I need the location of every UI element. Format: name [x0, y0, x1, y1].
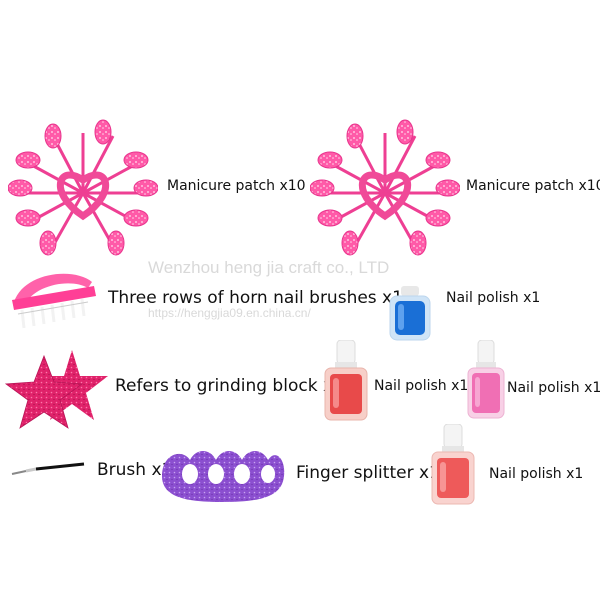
grinding-block — [0, 346, 112, 432]
grinding-block-label: Refers to grinding block x2 — [115, 376, 344, 396]
manicure-patch-left — [8, 118, 158, 258]
finger-splitter — [158, 446, 288, 504]
nail-polish-blue-label: Nail polish x1 — [446, 290, 541, 306]
nail-polish-pink — [466, 340, 506, 420]
manicure-patch-right — [310, 118, 460, 258]
nail-polish-coral — [430, 424, 476, 506]
nail-brush — [4, 262, 104, 334]
manicure-patch-left-label: Manicure patch x10 — [167, 178, 306, 194]
nail-polish-red-label: Nail polish x1 — [374, 378, 469, 394]
nail-polish-blue — [388, 286, 432, 342]
nail-polish-coral-label: Nail polish x1 — [489, 466, 584, 482]
watermark-url: https://henggjia09.en.china.cn/ — [148, 306, 311, 320]
detail-brush-label: Brush x1 — [97, 460, 173, 480]
nail-polish-red — [322, 340, 370, 422]
finger-splitter-label: Finger splitter x1 — [296, 463, 440, 483]
nail-brush-label: Three rows of horn nail brushes x1 — [108, 288, 403, 308]
watermark-text: Wenzhou heng jia craft co., LTD — [148, 258, 390, 277]
detail-brush — [8, 462, 86, 478]
nail-polish-pink-label: Nail polish x1 — [507, 380, 600, 396]
manicure-patch-right-label: Manicure patch x10 — [466, 178, 600, 194]
